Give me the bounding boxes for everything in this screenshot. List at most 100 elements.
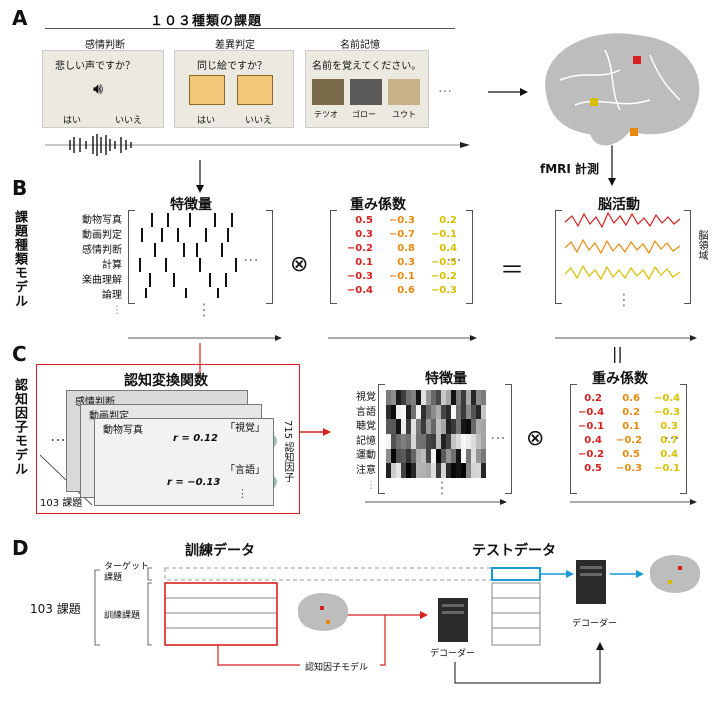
fmri-label: fMRI 計測 xyxy=(540,162,600,176)
weights-bracket-right xyxy=(466,210,473,304)
weights-ellipsis: ⋯ xyxy=(446,250,462,269)
target-task-label: ターゲット 課題 xyxy=(104,562,150,583)
heatmap-cell xyxy=(451,434,456,449)
feature-matrix-b xyxy=(139,213,237,298)
factor-label-visual: 「視覚」 xyxy=(225,423,265,434)
heatmap-cell xyxy=(476,390,481,405)
heatmap-cell xyxy=(416,448,421,464)
feature-row: 楽曲理解 xyxy=(82,275,122,286)
heatmap-cell xyxy=(421,404,426,420)
name-label-3: ユウト xyxy=(392,110,416,119)
heatmap-cell xyxy=(406,463,411,478)
heatmap-cell xyxy=(431,448,436,464)
heatmap-cell xyxy=(451,390,456,405)
train-table xyxy=(164,582,278,646)
r-value-2: r = −0.13 xyxy=(167,477,221,488)
brain-activity-title: 脳活動 xyxy=(598,197,640,213)
heatmap-cell xyxy=(416,404,421,420)
heatmap-cell xyxy=(481,390,486,405)
task-option-no-1: いいえ xyxy=(115,116,143,126)
dog-photo-icon xyxy=(350,79,382,105)
heatmap-cell xyxy=(471,448,476,464)
heatmap-cell xyxy=(426,419,431,434)
weights-title-c: 重み係数 xyxy=(592,371,648,387)
feature-row: 記憶 xyxy=(356,435,376,447)
train-table-highlight xyxy=(164,582,278,646)
heatmap-cell xyxy=(461,448,466,464)
side-label-factors: 715 認知因子 xyxy=(282,420,293,483)
heatmap-cell xyxy=(401,404,406,420)
heatmap-cell xyxy=(461,404,466,420)
c-matrix-ellipsis: ⋮ xyxy=(434,478,450,497)
heatmap-cell xyxy=(396,419,401,434)
heatmap-cell xyxy=(436,448,441,464)
task-name-1: 感情判断 xyxy=(85,40,125,51)
heatmap-cell xyxy=(391,463,396,478)
c-weights-bracket-right xyxy=(680,384,687,494)
c-matrix-bracket-right xyxy=(505,384,512,494)
heatmap-cell xyxy=(456,434,461,449)
feature-row: 視覚 xyxy=(356,392,376,403)
test-data-title: テストデータ xyxy=(472,543,556,559)
heatmap-cell xyxy=(471,404,476,420)
heatmap-cell xyxy=(476,448,481,464)
heatmap-cell xyxy=(421,434,426,449)
heatmap-cell xyxy=(391,404,396,420)
heatmap-cell xyxy=(481,448,486,464)
feature-row: 言語 xyxy=(356,406,376,418)
train-task-label: 訓練課題 xyxy=(104,611,141,621)
feature-row: 聴覚 xyxy=(356,421,376,433)
feature-row: 運動 xyxy=(356,450,376,462)
signal-yellow xyxy=(564,264,681,281)
heatmap-cell xyxy=(431,390,436,405)
heatmap-cell xyxy=(391,434,396,449)
weights-row: 0.3−0.7−0.1 xyxy=(355,229,457,240)
heatmap-cell xyxy=(471,419,476,434)
heatmap-cell xyxy=(386,419,391,434)
heatmap-cell xyxy=(451,404,456,420)
heatmap-cell xyxy=(441,419,446,434)
weights-row: 0.5−0.3−0.1 xyxy=(584,463,681,474)
heatmap-cell xyxy=(406,404,411,420)
brain-icon xyxy=(544,32,701,147)
heatmap-cell xyxy=(441,463,446,478)
panel-letter-a: A xyxy=(12,6,28,30)
stack-ellipsis: ⋯ xyxy=(50,430,66,449)
heatmap-cell xyxy=(391,419,396,434)
task-card-2: 同じ絵ですか？ はい いいえ xyxy=(174,50,294,128)
factor-label-language: 「言語」 xyxy=(225,465,265,476)
heatmap-cell xyxy=(401,390,406,405)
title-underline xyxy=(45,28,455,29)
heatmap-cell xyxy=(466,434,471,449)
heatmap-cell xyxy=(461,419,466,434)
heatmap-cell xyxy=(466,463,471,478)
brain-roi-red xyxy=(633,56,641,64)
heatmap-cell xyxy=(396,390,401,405)
heatmap-cell xyxy=(471,390,476,405)
otimes-symbol-c: ⊗ xyxy=(526,426,545,451)
heatmap-cell xyxy=(431,404,436,420)
heatmap-cell xyxy=(431,434,436,449)
panel-letter-d: D xyxy=(12,536,29,560)
otimes-symbol-b: ⊗ xyxy=(290,252,309,277)
heatmap-cell xyxy=(426,390,431,405)
task-name-3: 名前記憶 xyxy=(340,40,380,51)
heatmap-cell xyxy=(446,434,451,449)
task-card-1: 悲しい声ですか？ 🔊︎ はい いいえ xyxy=(42,50,164,128)
heatmap-cell xyxy=(451,448,456,464)
signal-orange xyxy=(564,238,681,255)
heatmap-cell xyxy=(456,448,461,464)
picture-compare-icon xyxy=(237,75,273,105)
brain-icon xyxy=(649,554,701,593)
heatmap-cell xyxy=(461,434,466,449)
heatmap-cell xyxy=(411,419,416,434)
task-prompt-2: 同じ絵ですか？ xyxy=(197,61,267,72)
row-label-cognitive-factor-model: 認知因子モデル xyxy=(12,378,27,476)
task-count-label: 103 課題 xyxy=(30,602,81,616)
parallel-symbol: || xyxy=(612,344,623,363)
row-label-task-type-model: 課題種類モデル xyxy=(12,210,27,308)
heatmap-cell xyxy=(421,463,426,478)
